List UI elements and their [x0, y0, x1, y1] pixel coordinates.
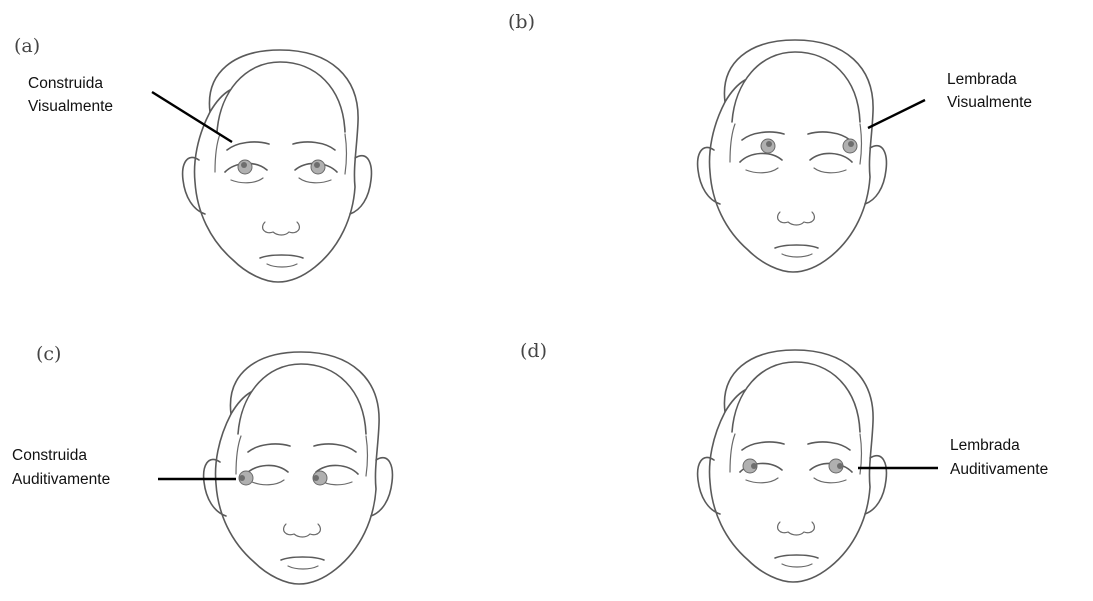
face-c [204, 352, 393, 584]
panel-b-letter: (b) [508, 11, 535, 33]
panel-d-letter: (d) [520, 340, 547, 362]
leader-line-a [152, 92, 232, 142]
face-b [698, 40, 887, 272]
callout-d-line2: Auditivamente [950, 461, 1048, 478]
panel-d: (d) Lembrada Auditivamente [520, 340, 1048, 582]
panel-a: (a) Construida Visualmente [14, 35, 371, 282]
callout-c-line2: Auditivamente [12, 471, 110, 488]
callout-b-line2: Visualmente [947, 94, 1032, 111]
panel-b: (b) Lembrada Visualmente [508, 11, 1032, 272]
callout-d-line1: Lembrada [950, 437, 1020, 454]
panel-c-letter: (c) [36, 343, 61, 365]
callout-b-line1: Lembrada [947, 71, 1017, 88]
face-a [183, 50, 372, 282]
callout-a-line1: Construida [28, 75, 103, 92]
callout-a-line2: Visualmente [28, 98, 113, 115]
callout-c-line1: Construida [12, 447, 87, 464]
leader-line-b [868, 100, 925, 128]
face-d [698, 350, 887, 582]
panel-c: (c) Construida Auditivamente [12, 343, 392, 584]
panel-a-letter: (a) [14, 35, 40, 57]
